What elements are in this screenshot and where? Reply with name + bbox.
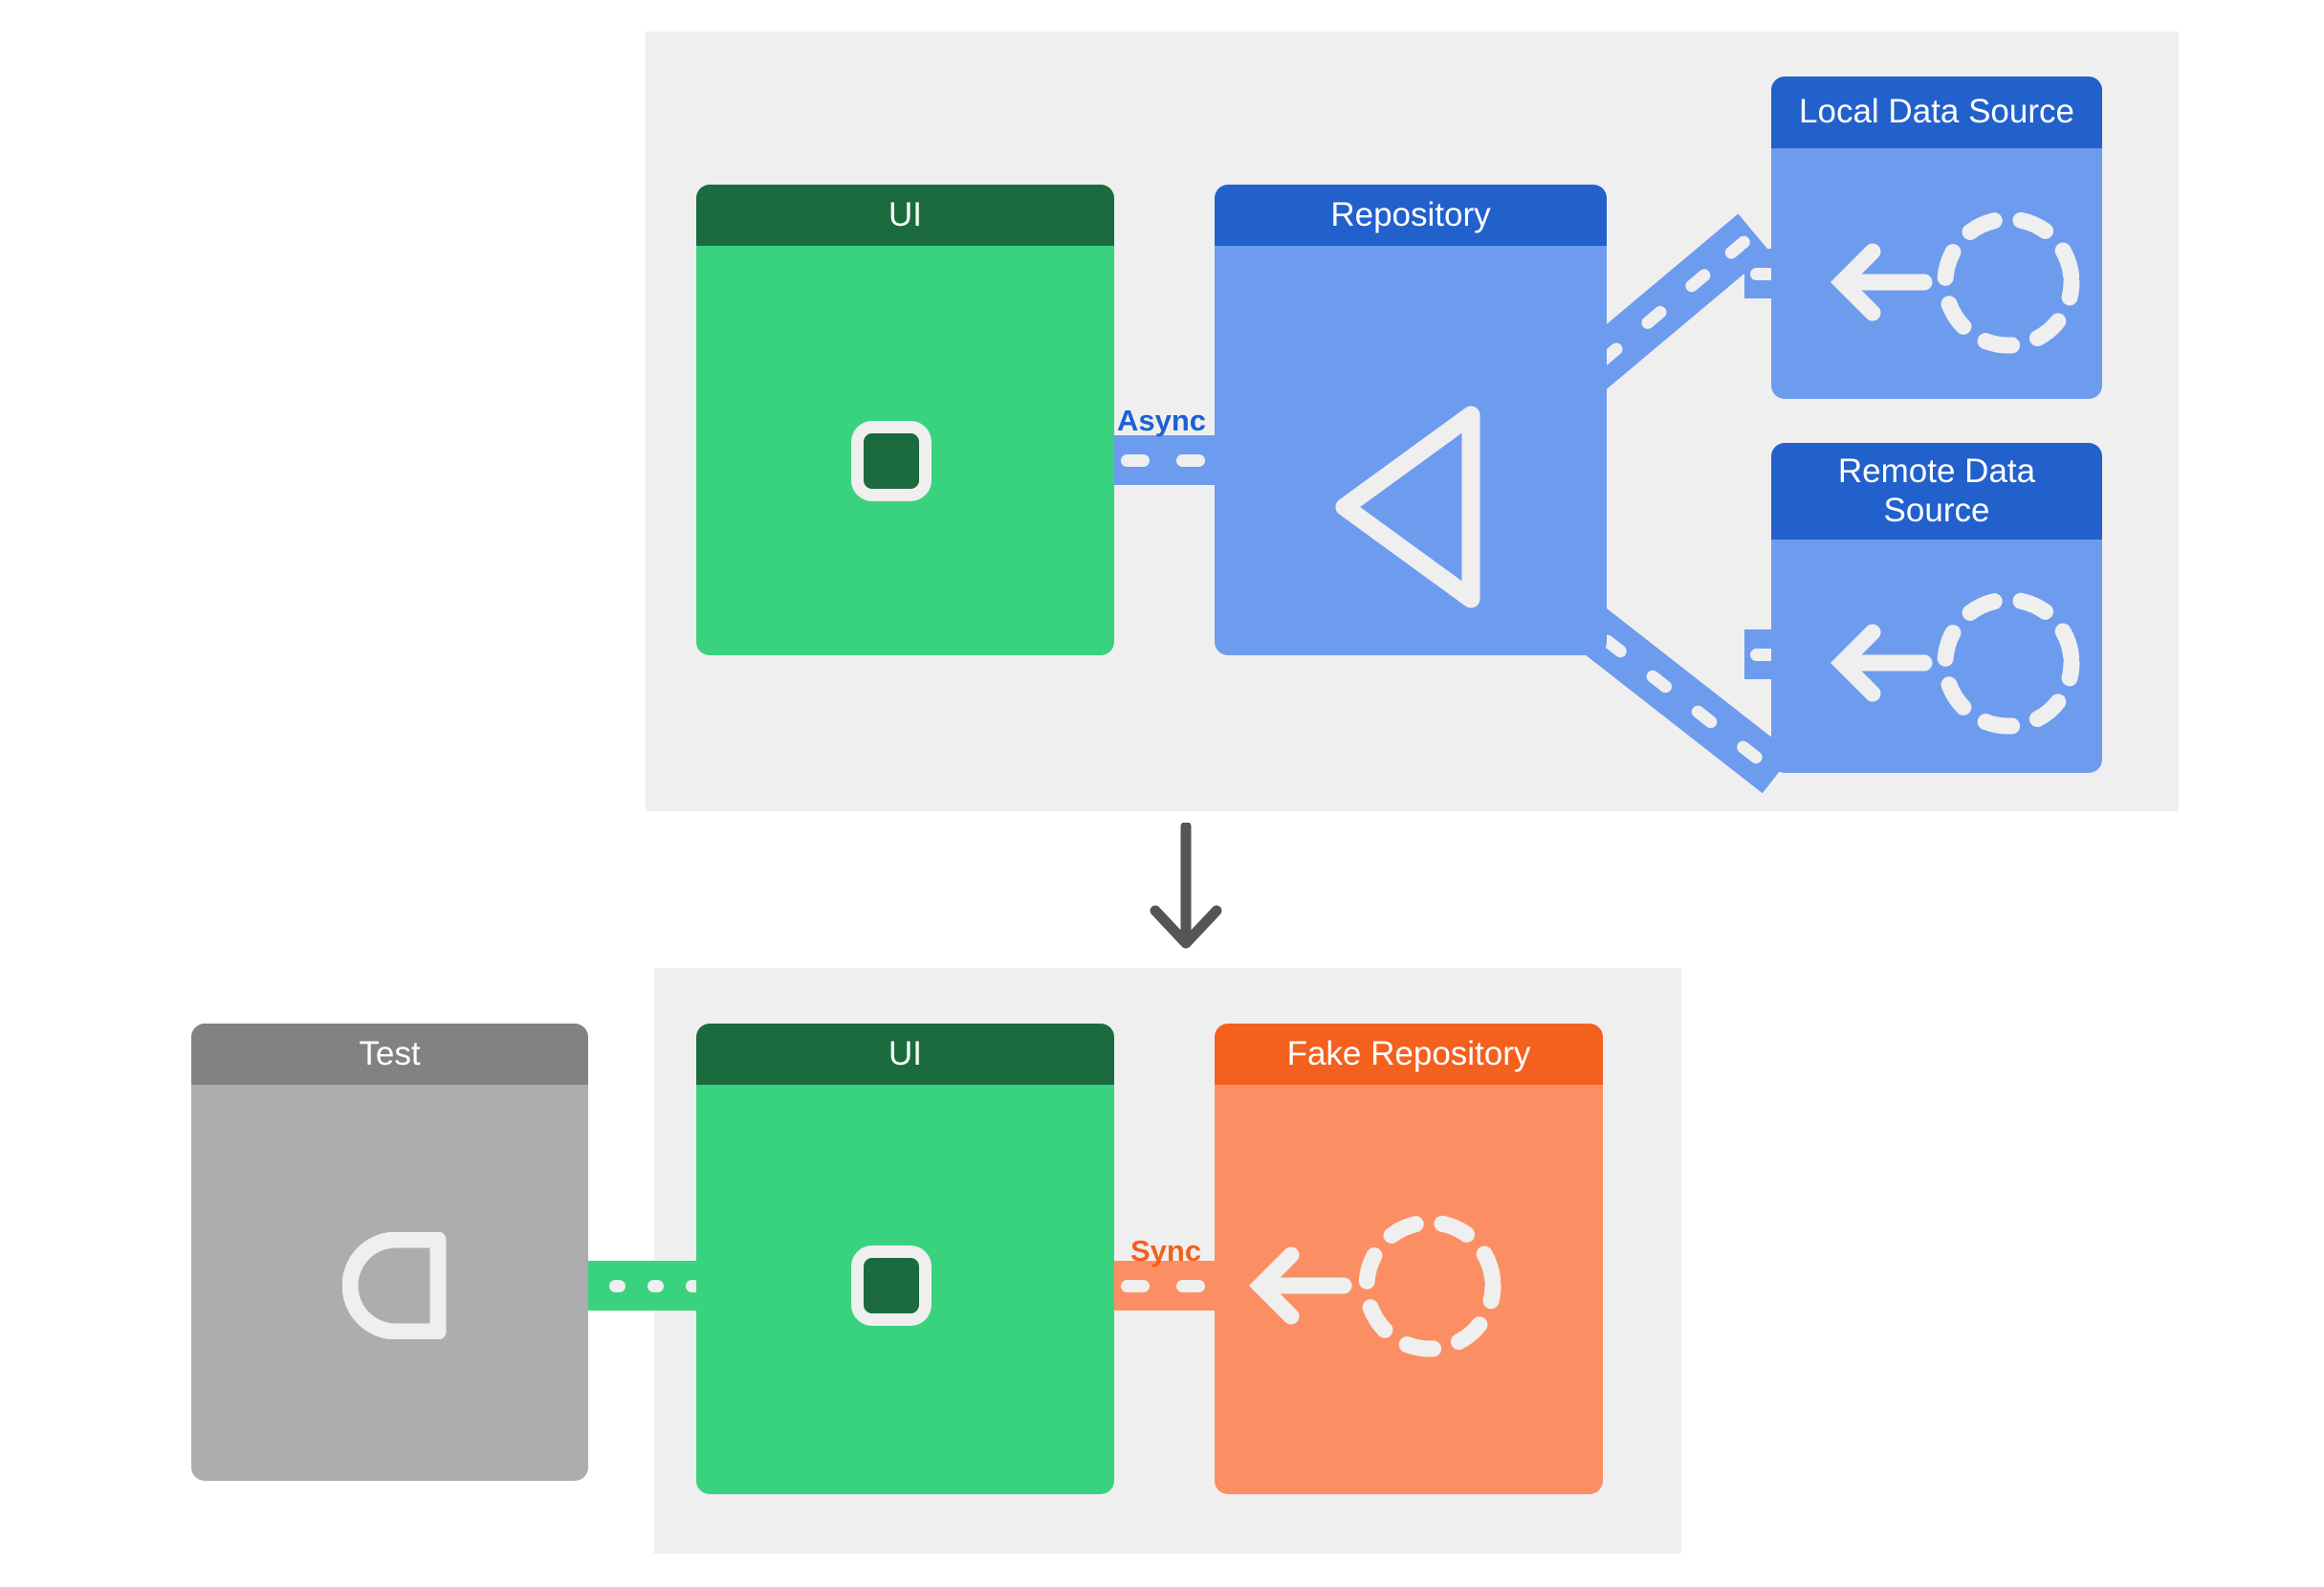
node-remote-data-source-title: Remote Data Source [1771,443,2102,540]
arrow-down-icon [1150,823,1222,949]
node-repository-title: Repository [1215,185,1607,246]
connector-label-sync: Sync [1130,1234,1202,1267]
node-local-data-source-title: Local Data Source [1771,77,2102,148]
port-square-icon [851,421,932,501]
async-circle-arrow-icon [1830,210,2080,354]
connector-label-async: Async [1117,404,1207,437]
node-fake-repository-title: Fake Repository [1215,1024,1603,1085]
node-local-data-source[interactable]: Local Data Source [1771,77,2102,399]
merge-triangle-icon [1335,406,1480,608]
node-test[interactable]: Test [191,1024,588,1481]
node-local-data-source-body [1771,148,2102,399]
node-fake-repository[interactable]: Fake Repository [1215,1024,1603,1494]
node-remote-data-source-body [1771,540,2102,773]
async-circle-arrow-icon [1830,591,2080,735]
node-remote-data-source[interactable]: Remote Data Source [1771,443,2102,773]
node-ui-title: UI [696,185,1114,246]
port-square-icon [851,1245,932,1326]
socket-d-icon [342,1232,447,1339]
node-ui-under-test[interactable]: UI [696,1024,1114,1494]
node-ui[interactable]: UI [696,185,1114,655]
sync-circle-arrow-icon [1248,1214,1502,1357]
node-test-title: Test [191,1024,588,1085]
node-ui-under-test-title: UI [696,1024,1114,1085]
node-test-body [191,1085,588,1481]
